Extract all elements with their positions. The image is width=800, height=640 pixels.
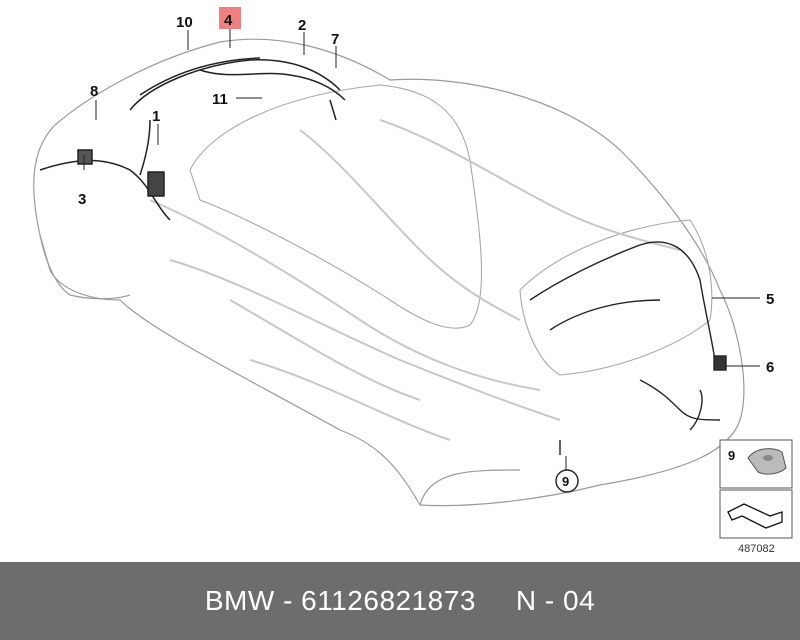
callout-4: 4 [224, 12, 233, 29]
callout-7: 7 [331, 31, 339, 48]
callout-6: 6 [766, 359, 774, 376]
connector-part-icon [747, 448, 787, 475]
callout-8: 8 [90, 83, 98, 100]
callout-3: 3 [78, 191, 86, 208]
callout-5: 5 [766, 291, 774, 308]
glass-outline [189, 84, 713, 376]
svg-text:9: 9 [728, 448, 735, 463]
svg-text:9: 9 [562, 474, 569, 489]
direction-arrow-icon [727, 503, 783, 529]
callout-9-circle: 9 [555, 469, 579, 493]
callout-1: 1 [152, 108, 160, 125]
car-body-outline [33, 38, 745, 507]
front-harness [39, 57, 346, 221]
faint-harness [149, 119, 681, 441]
footer-bar: BMW - 61126821873 N - 04 [0, 562, 800, 640]
inset-symbol [719, 489, 793, 539]
leader-lines [83, 28, 760, 470]
callout-2: 2 [298, 17, 306, 34]
callout-10: 10 [176, 14, 193, 31]
variant-code: N - 04 [515, 585, 596, 616]
callout-4-highlight [219, 7, 241, 29]
part-number: BMW - 61126821873 [204, 585, 476, 616]
rear-harness [529, 241, 727, 455]
inset-part-9: 9 [719, 439, 793, 489]
diagram-number: 487082 [738, 543, 775, 555]
callout-11: 11 [212, 91, 228, 108]
wiring-diagram: 10 4 2 7 8 11 1 3 5 6 9 9 487082 [33, 7, 793, 555]
